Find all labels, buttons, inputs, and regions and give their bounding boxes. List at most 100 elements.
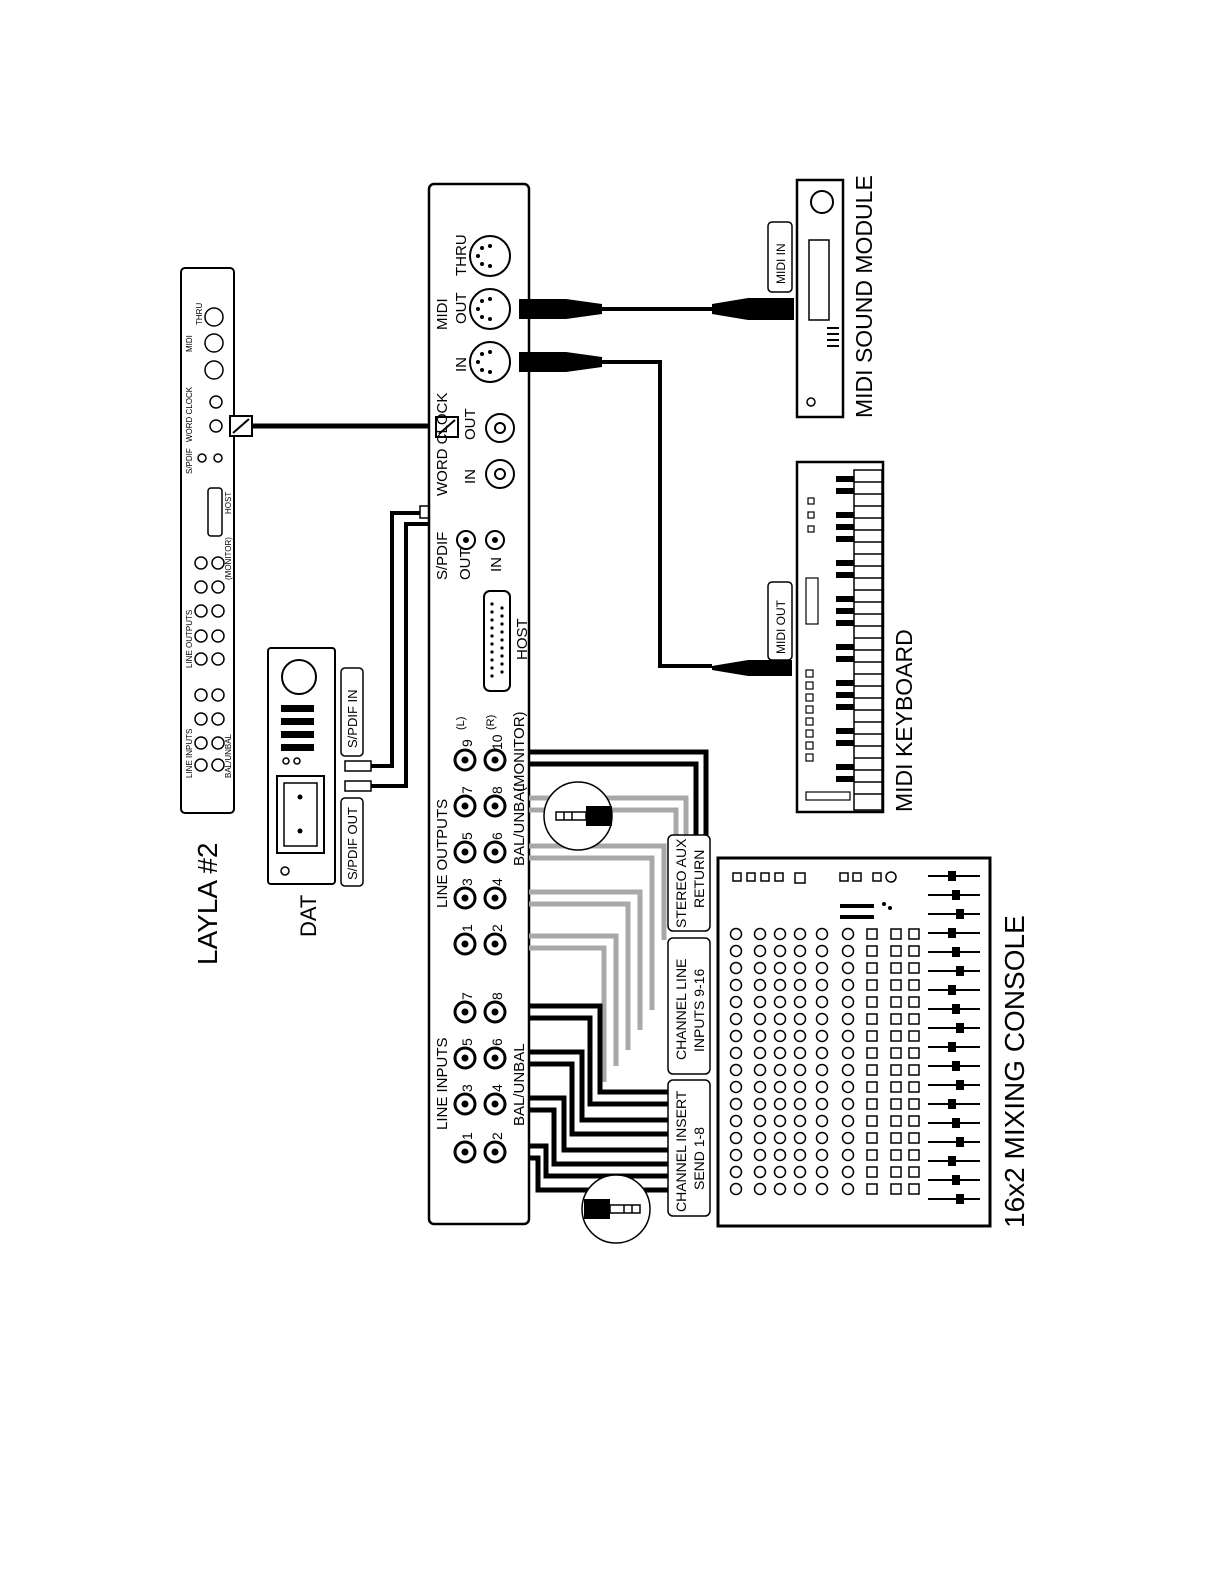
console-knob [793,1012,807,1026]
console-button [890,962,902,974]
layla2-line-outputs-label: LINE OUTPUTS [185,610,194,668]
layla2-title: LAYLA #2 [192,843,223,965]
monitor-jack-9: 9 [459,739,475,747]
console-button [908,996,920,1008]
main-spdif-label: S/PDIF [434,532,451,580]
console-button [890,996,902,1008]
output-jack-3: 3 [459,878,475,886]
fader-cap [956,966,964,976]
console-button [866,1013,878,1025]
fader-cap [948,1099,956,1109]
console-knob [841,1114,855,1128]
console-knob [841,1029,855,1043]
sound-module-midi-in-tag: MIDI IN [767,221,793,293]
output-jack-8: 8 [489,786,505,794]
console-knob [729,1165,743,1179]
midi-cables [519,298,794,676]
console-knob [753,927,767,941]
layla2-monitor-label: (MONITOR) [224,537,233,580]
console-button [866,1098,878,1110]
console-button [866,945,878,957]
main-spdif-in-label: IN [488,557,505,572]
console-knob [773,1097,787,1111]
console-button [890,1098,902,1110]
layla2-midi-label: MIDI [185,335,194,352]
console-button [866,1132,878,1144]
layla2-host-label: HOST [224,492,233,514]
console-knob [841,1182,855,1196]
main-bal-unbal-out-label: BAL/UNBAL [511,783,528,866]
input-jack-6: 6 [489,1038,505,1046]
console-knob [729,1148,743,1162]
console-knob [729,1046,743,1060]
midi-keyboard [795,460,885,814]
console-knob [793,1063,807,1077]
console-knob [793,961,807,975]
console-knob [753,1148,767,1162]
fader-cap [952,1061,960,1071]
midi-sound-module [795,178,845,419]
midi-din-pins [476,244,492,374]
console-knob [841,944,855,958]
console-knob [815,1046,829,1060]
console-knob [753,1097,767,1111]
console-knob [729,1131,743,1145]
console-knob [753,1114,767,1128]
fader-cap [956,1137,964,1147]
console-knob [815,944,829,958]
console-button [866,1081,878,1093]
input-jack-7: 7 [459,992,475,1000]
console-knob [815,1080,829,1094]
console-knob [773,944,787,958]
console-knob [841,1148,855,1162]
console-knob [793,927,807,941]
console-knob [793,1131,807,1145]
console-knob [773,1012,787,1026]
main-midi-in-label: IN [453,357,470,372]
output-jack-6: 6 [489,832,505,840]
console-knob [773,1148,787,1162]
console-knob [729,1114,743,1128]
console-button [908,945,920,957]
console-knob [753,1012,767,1026]
console-knob [793,944,807,958]
console-button [908,1064,920,1076]
main-spdif-out-label: OUT [457,548,474,580]
main-line-outputs-label: LINE OUTPUTS [434,799,451,908]
console-knob [753,1063,767,1077]
console-knob [793,1029,807,1043]
console-button [908,1047,920,1059]
main-wc-in-label: IN [462,469,479,484]
console-knob [729,1097,743,1111]
console-knob [793,995,807,1009]
midi-din-jacks [469,235,511,383]
console-knob [841,1165,855,1179]
console-button [908,1098,920,1110]
console-knob [729,944,743,958]
console-knob [773,1080,787,1094]
layla2-line-inputs-label: LINE INPUTS [185,729,194,778]
console-button [866,979,878,991]
output-jack-4: 4 [489,878,505,886]
console-knob [841,961,855,975]
console-button [908,1149,920,1161]
console-button [866,928,878,940]
mixing-console-label: 16x2 MIXING CONSOLE [999,915,1030,1228]
console-knob [793,1046,807,1060]
svg-text:S/PDIF IN: S/PDIF IN [345,689,360,748]
console-button [890,1149,902,1161]
console-knob [729,978,743,992]
console-button [890,1166,902,1178]
sound-module-label: MIDI SOUND MODULE [851,175,877,418]
console-button [866,1183,878,1195]
output-jack-1: 1 [459,924,475,932]
console-knob [815,1131,829,1145]
console-knob [729,1063,743,1077]
tag-channel-line-inputs: CHANNEL LINE INPUTS 9-16 [667,937,711,1075]
console-knob [793,1165,807,1179]
console-button [890,1115,902,1127]
main-midi-out-label: OUT [453,292,470,324]
console-button [866,1115,878,1127]
console-knob [815,927,829,941]
